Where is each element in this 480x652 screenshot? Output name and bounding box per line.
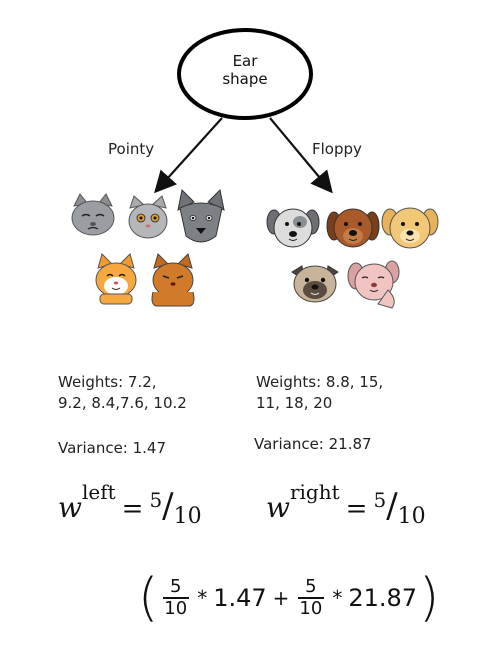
left-weights-line1: Weights: 7.2, [58, 373, 157, 391]
left-weight-den: 10 [173, 504, 202, 529]
right-weight-symbol: w [266, 491, 290, 524]
right-weight-eq: = [345, 494, 368, 524]
cat-icon [71, 193, 115, 236]
formula-plus: + [272, 586, 290, 610]
weighted-variance-formula: ( 5 10 * 1.47 + 5 10 * 21.87 ) [138, 572, 439, 624]
formula-close-paren: ) [419, 568, 440, 628]
left-variance: Variance: 1.47 [58, 439, 167, 457]
formula-frac1-den: 10 [164, 597, 188, 619]
right-weights: Weights: 8.8, 15, 11, 18, 20 [256, 372, 383, 414]
cat-icon [95, 253, 137, 305]
left-weights-line2: 9.2, 8.4,7.6, 10.2 [58, 394, 187, 412]
left-weights: Weights: 7.2, 9.2, 8.4,7.6, 10.2 [58, 372, 187, 414]
right-weights-line1: Weights: 8.8, 15, [256, 373, 384, 391]
formula-frac2-den: 10 [299, 597, 323, 619]
branch-label-left: Pointy [108, 140, 155, 158]
right-branch-arrow [269, 117, 333, 194]
formula-open-paren: ( [138, 568, 159, 628]
root-node-line2: shape [222, 70, 268, 88]
formula-times-2: * [332, 586, 343, 610]
cat-icon [151, 253, 195, 307]
branch-label-right: Floppy [312, 140, 362, 158]
root-node-line1: Ear [232, 52, 258, 70]
formula-fraction-right: 5 10 [297, 577, 324, 619]
right-weight-num: 5 [373, 488, 387, 512]
root-node-ellipse [177, 28, 313, 120]
formula-frac2-num: 5 [305, 576, 317, 598]
left-weight-equation: wleft=5/10 [58, 480, 202, 529]
formula-value-left: 1.47 [213, 584, 267, 612]
left-weight-num: 5 [149, 488, 163, 512]
dog-icon [326, 208, 380, 248]
left-weight-sup: left [81, 480, 116, 504]
cat-icon [128, 195, 168, 239]
formula-times-1: * [197, 586, 208, 610]
right-weights-line2: 11, 18, 20 [256, 394, 333, 412]
right-weight-equation: wright=5/10 [266, 480, 426, 529]
right-variance: Variance: 21.87 [254, 435, 372, 453]
dog-icon [291, 265, 339, 303]
dog-icon [266, 208, 320, 248]
right-weight-den: 10 [397, 504, 426, 529]
formula-fraction-left: 5 10 [162, 577, 189, 619]
formula-frac1-num: 5 [170, 576, 182, 598]
dog-icon [381, 207, 439, 249]
left-weight-symbol: w [58, 491, 82, 524]
cat-icon [177, 188, 225, 243]
left-branch-arrow [154, 117, 223, 194]
dog-icon [347, 260, 400, 309]
left-weight-eq: = [121, 494, 144, 524]
formula-value-right: 21.87 [348, 584, 418, 612]
right-weight-sup: right [289, 480, 340, 504]
root-node-label: Ear shape [180, 52, 310, 88]
